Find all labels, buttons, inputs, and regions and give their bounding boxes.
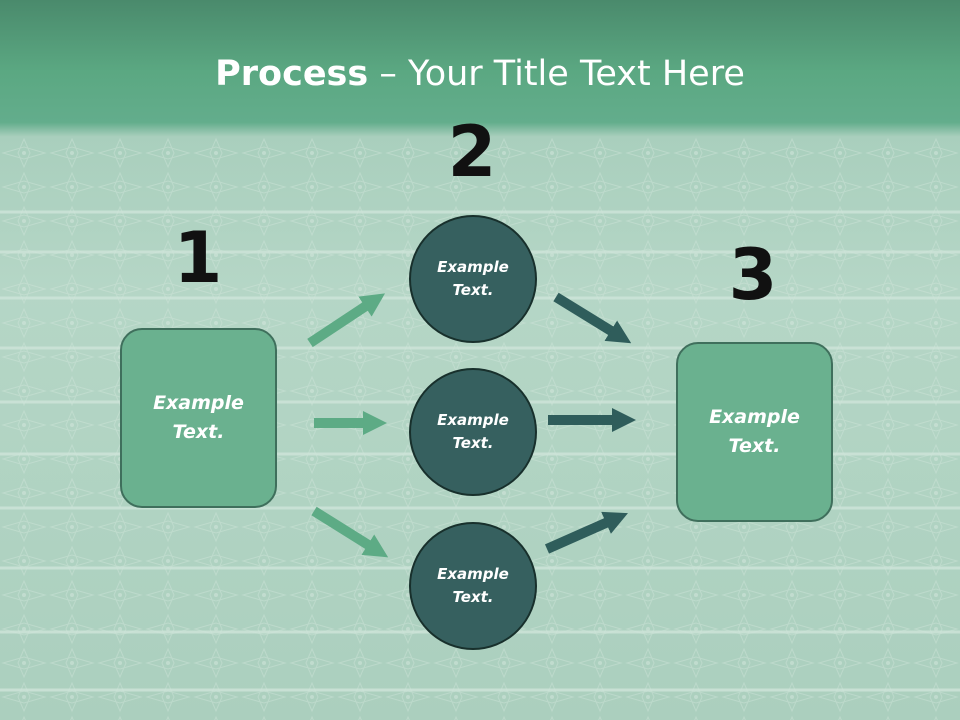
step-box-left-label: Example Text. <box>153 392 244 443</box>
step-number-2: 2 <box>447 111 497 193</box>
arrow-box-to-circle-top <box>307 293 386 348</box>
step-box-left: Example Text. <box>120 328 277 508</box>
arrow-box-to-circle-bottom <box>311 506 389 558</box>
step-number-1: 1 <box>173 217 223 299</box>
circle-top: Example Text. <box>409 215 537 343</box>
arrow-circle-top-to-box <box>553 292 632 344</box>
step-box-right-label: Example Text. <box>709 406 800 457</box>
step-box-right: Example Text. <box>676 342 833 522</box>
circle-bottom: Example Text. <box>409 522 537 650</box>
circle-bottom-label: Example Text. <box>437 565 509 606</box>
circle-top-label: Example Text. <box>437 258 509 299</box>
circle-middle-label: Example Text. <box>437 411 509 452</box>
step-number-3: 3 <box>728 234 778 316</box>
slide-title: Process – Your Title Text Here <box>0 52 960 96</box>
circle-middle: Example Text. <box>409 368 537 496</box>
title-rest: – Your Title Text Here <box>368 54 745 94</box>
arrow-circle-bottom-to-box <box>544 511 628 554</box>
title-bold: Process <box>215 54 369 94</box>
